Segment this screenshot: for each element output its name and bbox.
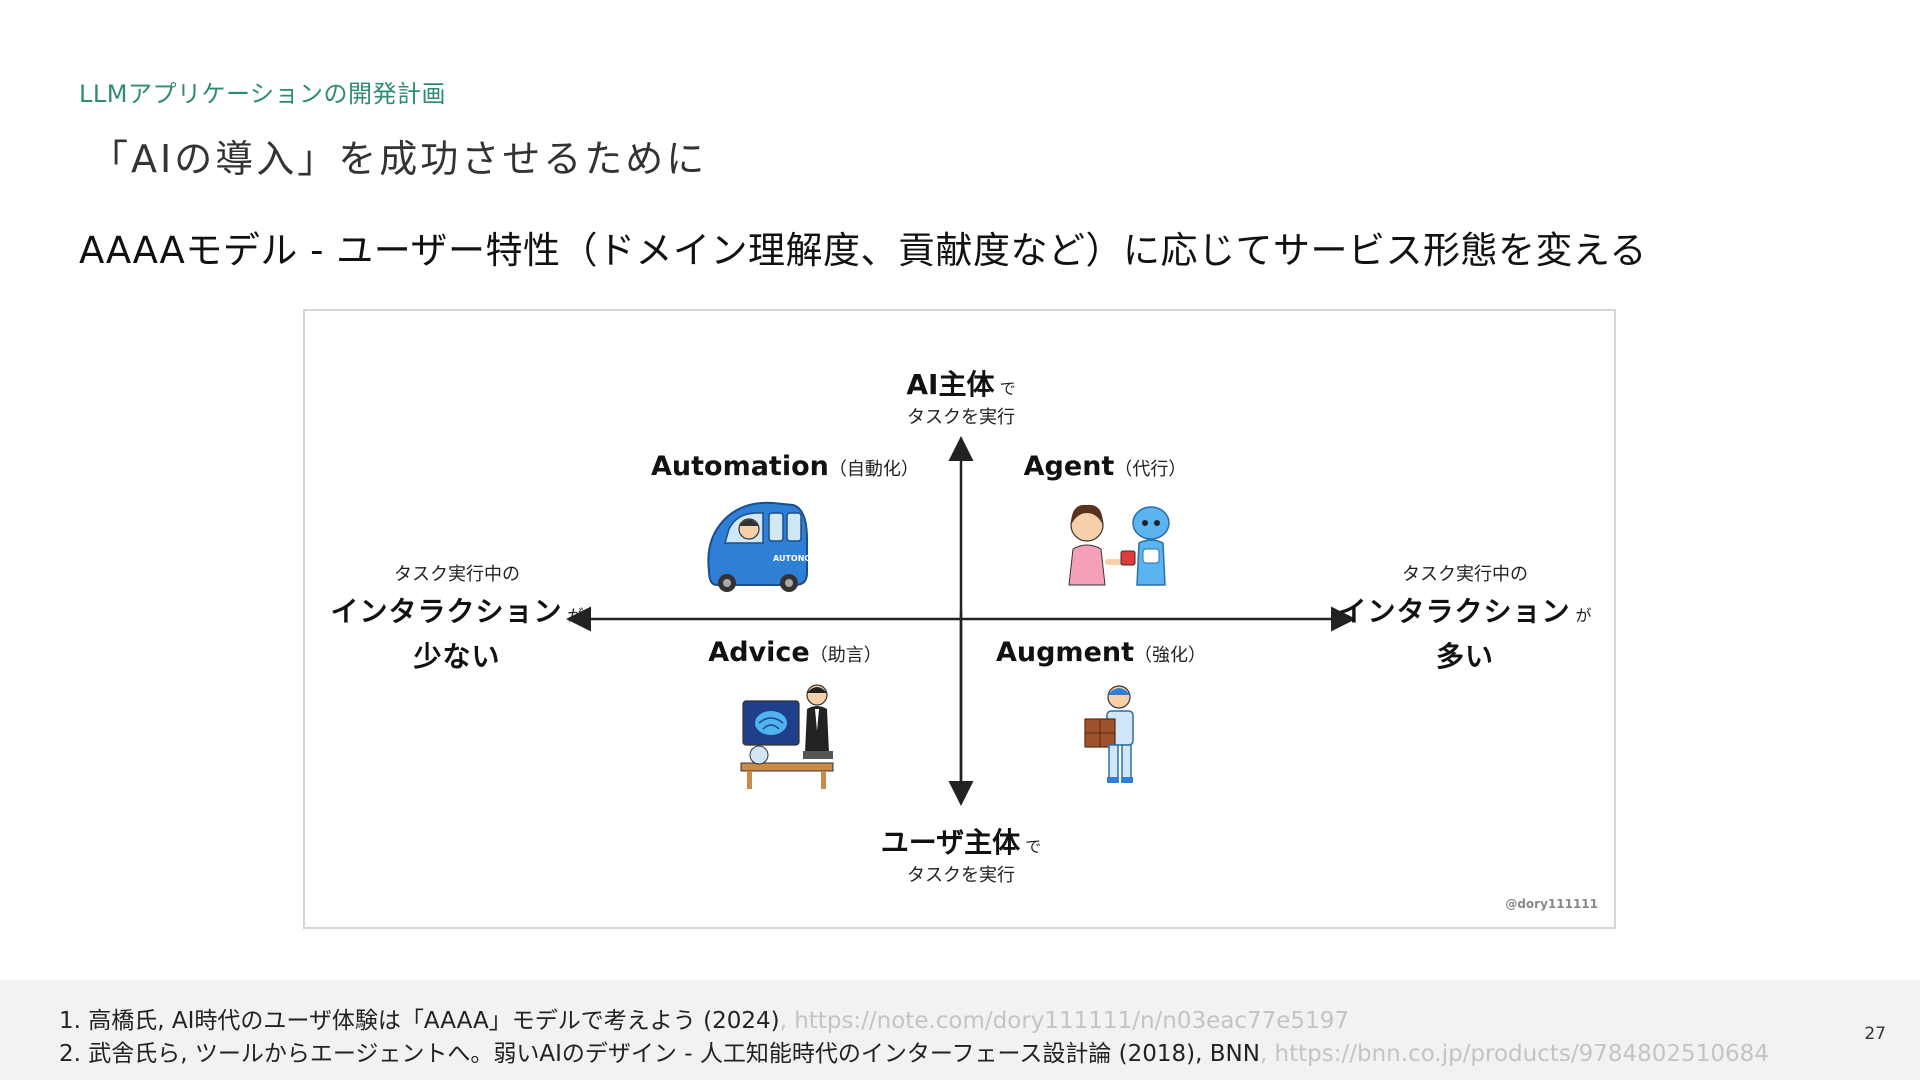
diagram-credit: @dory111111 (1505, 897, 1598, 911)
reference-2-url[interactable]: , https://bnn.co.jp/products/97848025106… (1259, 1041, 1769, 1067)
agent-jp: （代行） (1114, 459, 1187, 480)
bottom-axis-sub: タスクを実行 (907, 865, 1015, 886)
slide-title: 「AIの導入」を成功させるために (90, 137, 708, 181)
top-axis-sub: タスクを実行 (907, 407, 1015, 428)
reference-1-text: 1. 高橋氏, AI時代のユーザ体験は「AAAA」モデルで考えよう (2024) (59, 1008, 780, 1034)
reference-1: 1. 高橋氏, AI時代のユーザ体験は「AAAA」モデルで考えよう (2024)… (59, 1001, 1349, 1035)
reference-2-text: 2. 武舎氏ら, ツールからエージェントへ。弱いAIのデザイン - 人工知能時代… (59, 1041, 1260, 1067)
top-axis-label: AI主体 で タスクを実行 (861, 363, 1061, 429)
car-text: AUTONO MOUS (773, 554, 841, 563)
right-axis-label: タスク実行中の インタラクション が 多い (1335, 561, 1595, 679)
left-axis-post: 少ない (413, 639, 501, 673)
top-axis-head: AI主体 (906, 368, 995, 401)
quadrant-agent: Agent（代行） (985, 451, 1225, 482)
right-axis-pre: タスク実行中の (1402, 564, 1528, 585)
left-axis-main: インタラクション (330, 594, 563, 628)
bottom-axis-head: ユーザ主体 (880, 826, 1021, 859)
page-number: 27 (1864, 1024, 1886, 1044)
advice-label: Advice (708, 637, 810, 668)
section-label: LLMアプリケーションの開発計画 (79, 80, 446, 108)
robot-serving-person-icon (1068, 504, 1170, 586)
quadrant-augment: Augment（強化） (981, 637, 1221, 668)
augment-jp: （強化） (1134, 645, 1207, 666)
bottom-axis-particle: で (1025, 837, 1042, 856)
ai-advisor-at-desk-icon (740, 684, 834, 789)
automation-jp: （自動化） (828, 459, 919, 480)
advice-jp: （助言） (809, 645, 882, 666)
aaaa-model-diagram: AUTONO MOUS (303, 309, 1616, 929)
reference-2: 2. 武舎氏ら, ツールからエージェントへ。弱いAIのデザイン - 人工知能時代… (59, 1034, 1769, 1068)
self-driving-car-icon: AUTONO MOUS (707, 501, 841, 592)
slide-subtitle: AAAAモデル - ユーザー特性（ドメイン理解度、貢献度など）に応じてサービス形… (79, 229, 1647, 272)
axes-svg: AUTONO MOUS (566, 436, 1356, 806)
bottom-axis-label: ユーザ主体 で タスクを実行 (841, 821, 1081, 887)
automation-label: Automation (651, 451, 829, 482)
quadrant-advice: Advice（助言） (695, 637, 895, 668)
left-axis-label: タスク実行中の インタラクション が 少ない (327, 561, 587, 679)
right-axis-particle: が (1575, 605, 1592, 625)
left-axis-particle: が (567, 605, 584, 625)
powered-exoskeleton-icon (1084, 685, 1134, 783)
quadrant-automation: Automation（自動化） (651, 451, 919, 482)
right-axis-post: 多い (1435, 639, 1494, 673)
references-footer (0, 980, 1920, 1080)
augment-label: Augment (995, 637, 1135, 668)
left-axis-pre: タスク実行中の (394, 564, 520, 585)
reference-1-url[interactable]: , https://note.com/dory111111/n/n03eac77… (779, 1008, 1349, 1034)
top-axis-particle: で (999, 379, 1016, 398)
right-axis-main: インタラクション (1338, 594, 1571, 628)
agent-label: Agent (1023, 451, 1115, 482)
